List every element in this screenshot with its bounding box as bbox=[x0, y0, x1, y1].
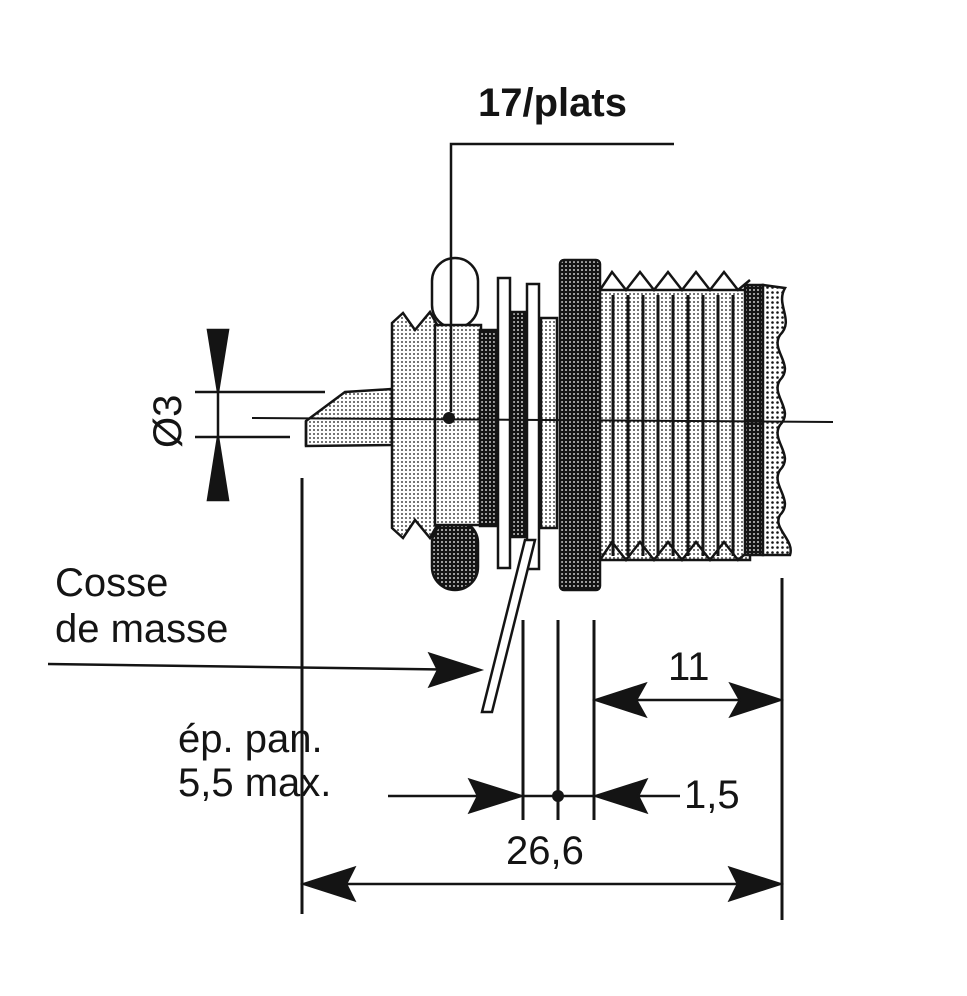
dim-total-label: 26,6 bbox=[506, 829, 584, 873]
wrench-leader bbox=[449, 142, 674, 412]
flange bbox=[558, 258, 602, 592]
diameter-dimension bbox=[195, 328, 325, 502]
washers bbox=[478, 276, 559, 571]
break-edge bbox=[761, 283, 792, 557]
ground-lug-leader bbox=[47, 651, 485, 689]
front-body bbox=[390, 309, 442, 541]
panel-label-1: ép. pan. bbox=[178, 717, 323, 761]
center-axis bbox=[251, 417, 834, 423]
nut bbox=[430, 256, 483, 592]
panel-label-2: 5,5 max. bbox=[178, 761, 331, 805]
ground-lug-label-2: de masse bbox=[55, 607, 228, 651]
dim-11-line bbox=[591, 681, 785, 719]
dim-panel-line bbox=[388, 777, 680, 815]
ground-lug-label-1: Cosse bbox=[55, 561, 168, 605]
wrench-label: 17/plats bbox=[478, 81, 627, 125]
ground-lug bbox=[480, 538, 537, 714]
dim-total-line bbox=[299, 865, 785, 903]
dim-flange-label: 1,5 bbox=[684, 773, 740, 817]
thread-body bbox=[598, 269, 765, 563]
diameter-label: Ø3 bbox=[146, 395, 190, 448]
extension-lines bbox=[300, 478, 784, 920]
dim-11-label: 11 bbox=[668, 645, 710, 689]
center-dot bbox=[443, 412, 455, 424]
